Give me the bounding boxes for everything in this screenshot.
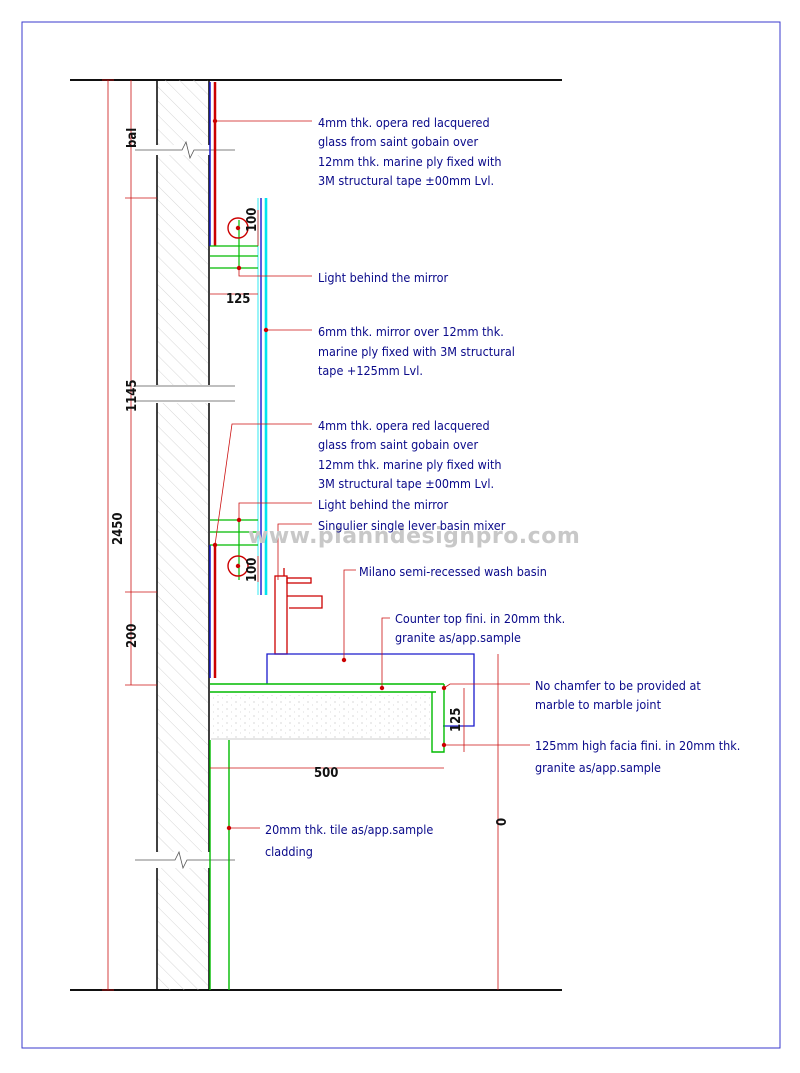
svg-text:Counter top fini. in 20mm thk.: Counter top fini. in 20mm thk.: [395, 611, 565, 626]
note-basin: Milano semi-recessed wash basin: [359, 564, 547, 579]
note-chamfer: No chamfer to be provided at marble to m…: [535, 678, 701, 712]
dim-floor-level: 0: [495, 818, 510, 826]
dim-counter-depth: 500: [314, 766, 338, 781]
counter-substrate: [211, 695, 430, 739]
dim-lower-span: 200: [125, 624, 140, 648]
svg-text:No chamfer to be provided at: No chamfer to be provided at: [535, 678, 701, 693]
dim-total-height: 2450: [111, 512, 126, 545]
svg-text:marine ply fixed with 3M struc: marine ply fixed with 3M structural: [318, 344, 515, 359]
svg-text:marble to marble joint: marble to marble joint: [535, 697, 662, 712]
svg-text:glass from saint gobain over: glass from saint gobain over: [318, 134, 478, 149]
sheet-border: [21, 21, 781, 1049]
svg-text:12mm thk. marine ply fixed wit: 12mm thk. marine ply fixed with: [318, 154, 502, 169]
upper-light-fixture: [227, 217, 249, 239]
dim-light-gap-upper: 100: [245, 208, 260, 232]
note-counter: Counter top fini. in 20mm thk. granite a…: [395, 611, 565, 645]
dim-upper-span: 1145: [125, 379, 140, 412]
counter-top: [210, 683, 445, 753]
dim-mirror-offset: 125: [226, 292, 250, 307]
svg-text:tape +125mm Lvl.: tape +125mm Lvl.: [318, 363, 423, 378]
svg-text:glass from saint gobain over: glass from saint gobain over: [318, 437, 478, 452]
wall-break-bottom: [135, 850, 235, 870]
note-mixer: Singulier single lever basin mixer: [318, 518, 506, 533]
svg-text:12mm thk. marine ply fixed wit: 12mm thk. marine ply fixed with: [318, 457, 502, 472]
wall-hatch: [157, 80, 208, 990]
wall-break-mid: [135, 385, 235, 403]
svg-text:125mm high facia fini. in 20mm: 125mm high facia fini. in 20mm thk.: [535, 738, 740, 753]
note-facia: 125mm high facia fini. in 20mm thk. gran…: [535, 738, 740, 775]
leader-lines: [214, 120, 530, 829]
lower-light-fixture: [227, 555, 249, 577]
svg-text:4mm thk. opera red lacquered: 4mm thk. opera red lacquered: [318, 418, 490, 433]
leader-dots: [212, 118, 447, 831]
svg-text:granite as/app.sample: granite as/app.sample: [395, 630, 521, 645]
svg-text:3M structural tape ±00mm L: 3M structural tape ±00mm Lvl.: [318, 476, 494, 491]
svg-text:20mm thk. tile as/app.sample: 20mm thk. tile as/app.sample: [265, 822, 433, 837]
svg-text:6mm thk. mirror over 12mm thk.: 6mm thk. mirror over 12mm thk.: [318, 324, 504, 339]
svg-text:granite as/app.sample: granite as/app.sample: [535, 760, 661, 775]
basin-mixer: [274, 568, 323, 655]
note-mirror: 6mm thk. mirror over 12mm thk. marine pl…: [318, 324, 515, 378]
svg-text:4mm thk. opera red lacquered: 4mm thk. opera red lacquered: [318, 115, 490, 130]
wall-break-top: [135, 140, 235, 160]
dim-facia-height: 125: [449, 708, 464, 732]
svg-text:3M structural tape ±00mm L: 3M structural tape ±00mm Lvl.: [318, 173, 494, 188]
note-light-lower: Light behind the mirror: [318, 497, 449, 512]
dimension-lines: [102, 79, 499, 991]
note-tile: 20mm thk. tile as/app.sample cladding: [265, 822, 433, 859]
svg-text:cladding: cladding: [265, 844, 313, 859]
note-light-upper: Light behind the mirror: [318, 270, 449, 285]
watermark: www.planndesignpro.com: [248, 524, 580, 549]
lower-light-box: [210, 519, 258, 580]
tile-cladding: [209, 740, 230, 990]
dim-light-gap-lower: 100: [245, 558, 260, 582]
note-lower-glass: 4mm thk. opera red lacquered glass from …: [318, 418, 502, 491]
note-top-glass: 4mm thk. opera red lacquered glass from …: [318, 115, 502, 188]
dim-bal: bal: [125, 128, 140, 148]
